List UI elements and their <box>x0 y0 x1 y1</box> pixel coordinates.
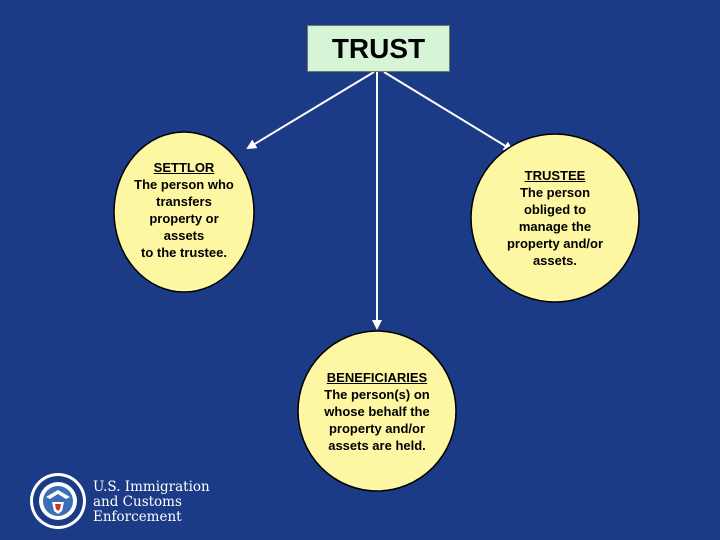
beneficiaries-heading: BENEFICIARIES <box>326 369 428 385</box>
trustee-heading: TRUSTEE <box>524 168 586 183</box>
settlor-node: SETTLOR The person who transfers propert… <box>114 158 254 262</box>
dhs-seal-icon <box>30 473 86 529</box>
settlor-heading: SETTLOR <box>153 160 215 175</box>
settlor-description: The person who transfers property or ass… <box>134 177 234 260</box>
trustee-node: TRUSTEE The person obliged to manage the… <box>485 166 625 270</box>
beneficiaries-ellipse <box>297 330 457 492</box>
ice-logo-text: U.S. Immigration and Customs Enforcement <box>93 479 210 525</box>
trust-label: TRUST <box>331 32 426 64</box>
trustee-description: The person obliged to manage the propert… <box>506 185 604 268</box>
beneficiaries-node: BENEFICIARIES The person(s) on whose beh… <box>307 368 447 454</box>
beneficiaries-description: The person(s) on whose behalf the proper… <box>324 386 430 453</box>
settlor-ellipse <box>113 131 255 293</box>
trustee-ellipse <box>470 133 640 303</box>
arrow-to-settlor <box>246 71 375 150</box>
arrow-to-trustee <box>383 71 514 152</box>
trust-root-box: TRUST <box>307 25 450 72</box>
